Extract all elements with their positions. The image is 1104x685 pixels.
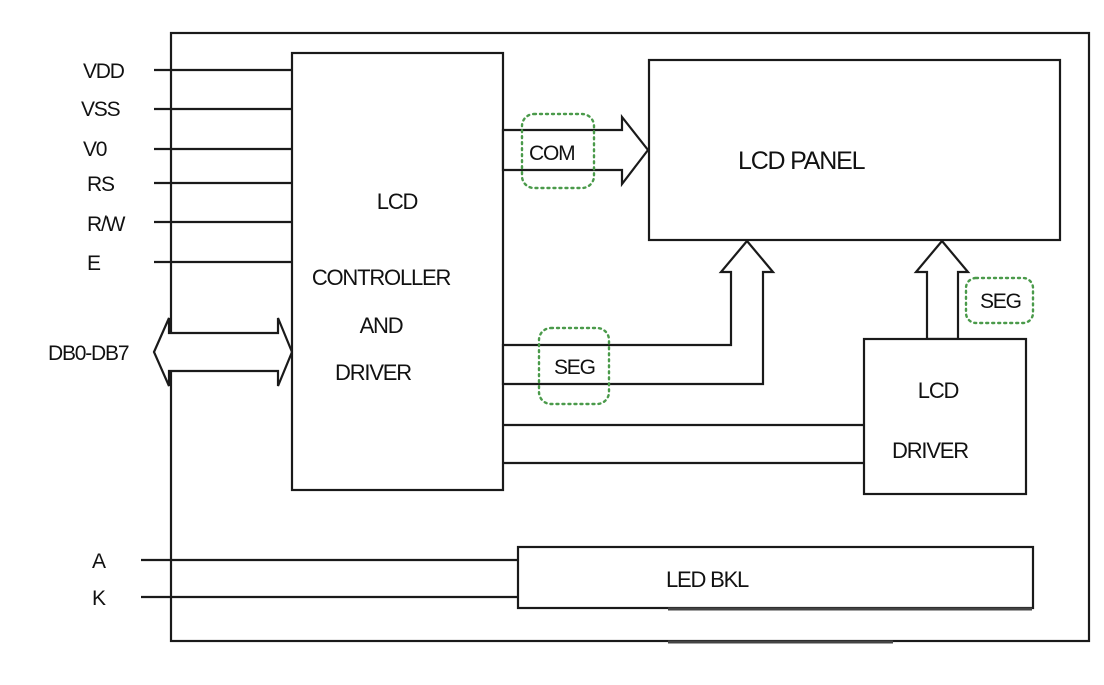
- lcd-driver-block: [862, 337, 1028, 496]
- pin-label-k: K: [92, 587, 106, 610]
- seg-bus-arrow-driver: [913, 239, 971, 341]
- controller-label-line1: LCD: [377, 189, 418, 214]
- pin-label-rs: RS: [87, 173, 115, 196]
- controller-label-line3: AND: [360, 313, 403, 338]
- pin-label-a: A: [92, 550, 106, 573]
- pin-label-v0: V0: [83, 138, 107, 161]
- com-highlight: [520, 112, 596, 190]
- seg-bus-arrow-controller: [501, 239, 776, 386]
- seg-highlight-controller: [537, 326, 611, 406]
- pin-label-vdd: VDD: [83, 60, 125, 83]
- seg-bus-label-controller: SEG: [554, 356, 595, 379]
- pin-label-rw: R/W: [87, 213, 126, 236]
- led-backlight-label: LED BKL: [666, 567, 749, 592]
- controller-label-line2: CONTROLLER: [312, 265, 451, 290]
- com-bus-arrow: [501, 113, 650, 188]
- pin-label-e: E: [87, 252, 101, 275]
- pin-label-vss: VSS: [81, 98, 121, 121]
- data-bus-arrow: [152, 317, 294, 387]
- controller-block: [290, 51, 505, 492]
- lcd-driver-label-line2: DRIVER: [892, 438, 968, 463]
- pin-label-data-bus: DB0-DB7: [48, 342, 129, 365]
- led-backlight-block: [516, 545, 1035, 610]
- lcd-panel-label: LCD PANEL: [738, 147, 866, 175]
- seg-highlight-driver: [964, 276, 1035, 325]
- lcd-panel-block: [647, 58, 1062, 242]
- controller-label-line4: DRIVER: [335, 360, 411, 385]
- seg-bus-label-driver: SEG: [980, 290, 1021, 313]
- lcd-driver-label-line1: LCD: [918, 378, 959, 403]
- com-bus-label: COM: [529, 142, 574, 165]
